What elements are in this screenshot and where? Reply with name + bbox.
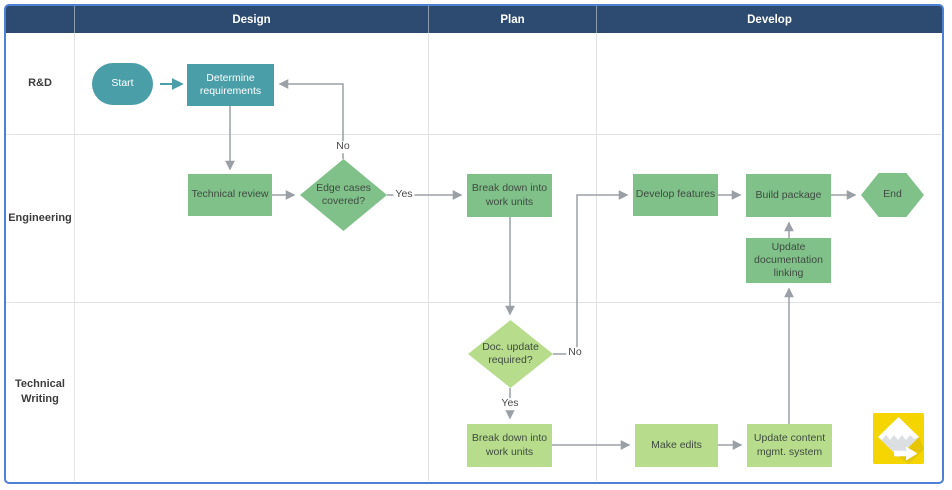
node-build-package[interactable]: Build package [746, 174, 831, 217]
edge-label-yes: Yes [499, 397, 521, 410]
grid-vline-plan-develop [596, 33, 597, 481]
arrow-docupdate-no-to-developfeatures [553, 190, 629, 355]
node-develop-features[interactable]: Develop features [633, 174, 718, 216]
phase-header-plan[interactable]: Plan [428, 6, 596, 33]
phase-header-design[interactable]: Design [74, 6, 428, 33]
phase-header-develop[interactable]: Develop [596, 6, 942, 33]
edge-label-yes: Yes [393, 188, 415, 201]
node-doc-update-required[interactable]: Doc. update required? [468, 320, 553, 388]
grid-hline-engineering-techwriting [6, 302, 941, 303]
node-make-edits[interactable]: Make edits [635, 424, 718, 467]
header-corner-cell [6, 6, 74, 33]
node-update-documentation-linking[interactable]: Update documentation linking [746, 238, 831, 283]
logo-arrow-head [906, 446, 918, 461]
grid-vline-labels [74, 33, 75, 481]
node-update-content-mgmt-system[interactable]: Update content mgmt. system [747, 424, 832, 467]
logo-torn-edge [878, 435, 919, 457]
lane-label-engineering[interactable]: Engineering [8, 211, 72, 224]
node-technical-review[interactable]: Technical review [188, 174, 272, 216]
node-start[interactable]: Start [92, 63, 153, 105]
node-break-down-work-units-2[interactable]: Break down into work units [467, 424, 552, 467]
node-end[interactable]: End [861, 173, 924, 217]
grid-hline-rnd-engineering [6, 134, 941, 135]
app-logo-icon[interactable] [873, 413, 924, 464]
lane-label-technical-writing[interactable]: Technical Writing [15, 378, 65, 405]
node-break-down-work-units-1[interactable]: Break down into work units [467, 174, 552, 217]
lane-label-rnd[interactable]: R&D [28, 77, 52, 90]
grid-vline-design-plan [428, 33, 429, 481]
edge-label-no: No [334, 140, 352, 153]
edge-label-no: No [566, 346, 584, 359]
node-edge-cases-covered[interactable]: Edge cases covered? [300, 159, 387, 231]
node-determine-requirements[interactable]: Determine requirements [187, 64, 274, 106]
